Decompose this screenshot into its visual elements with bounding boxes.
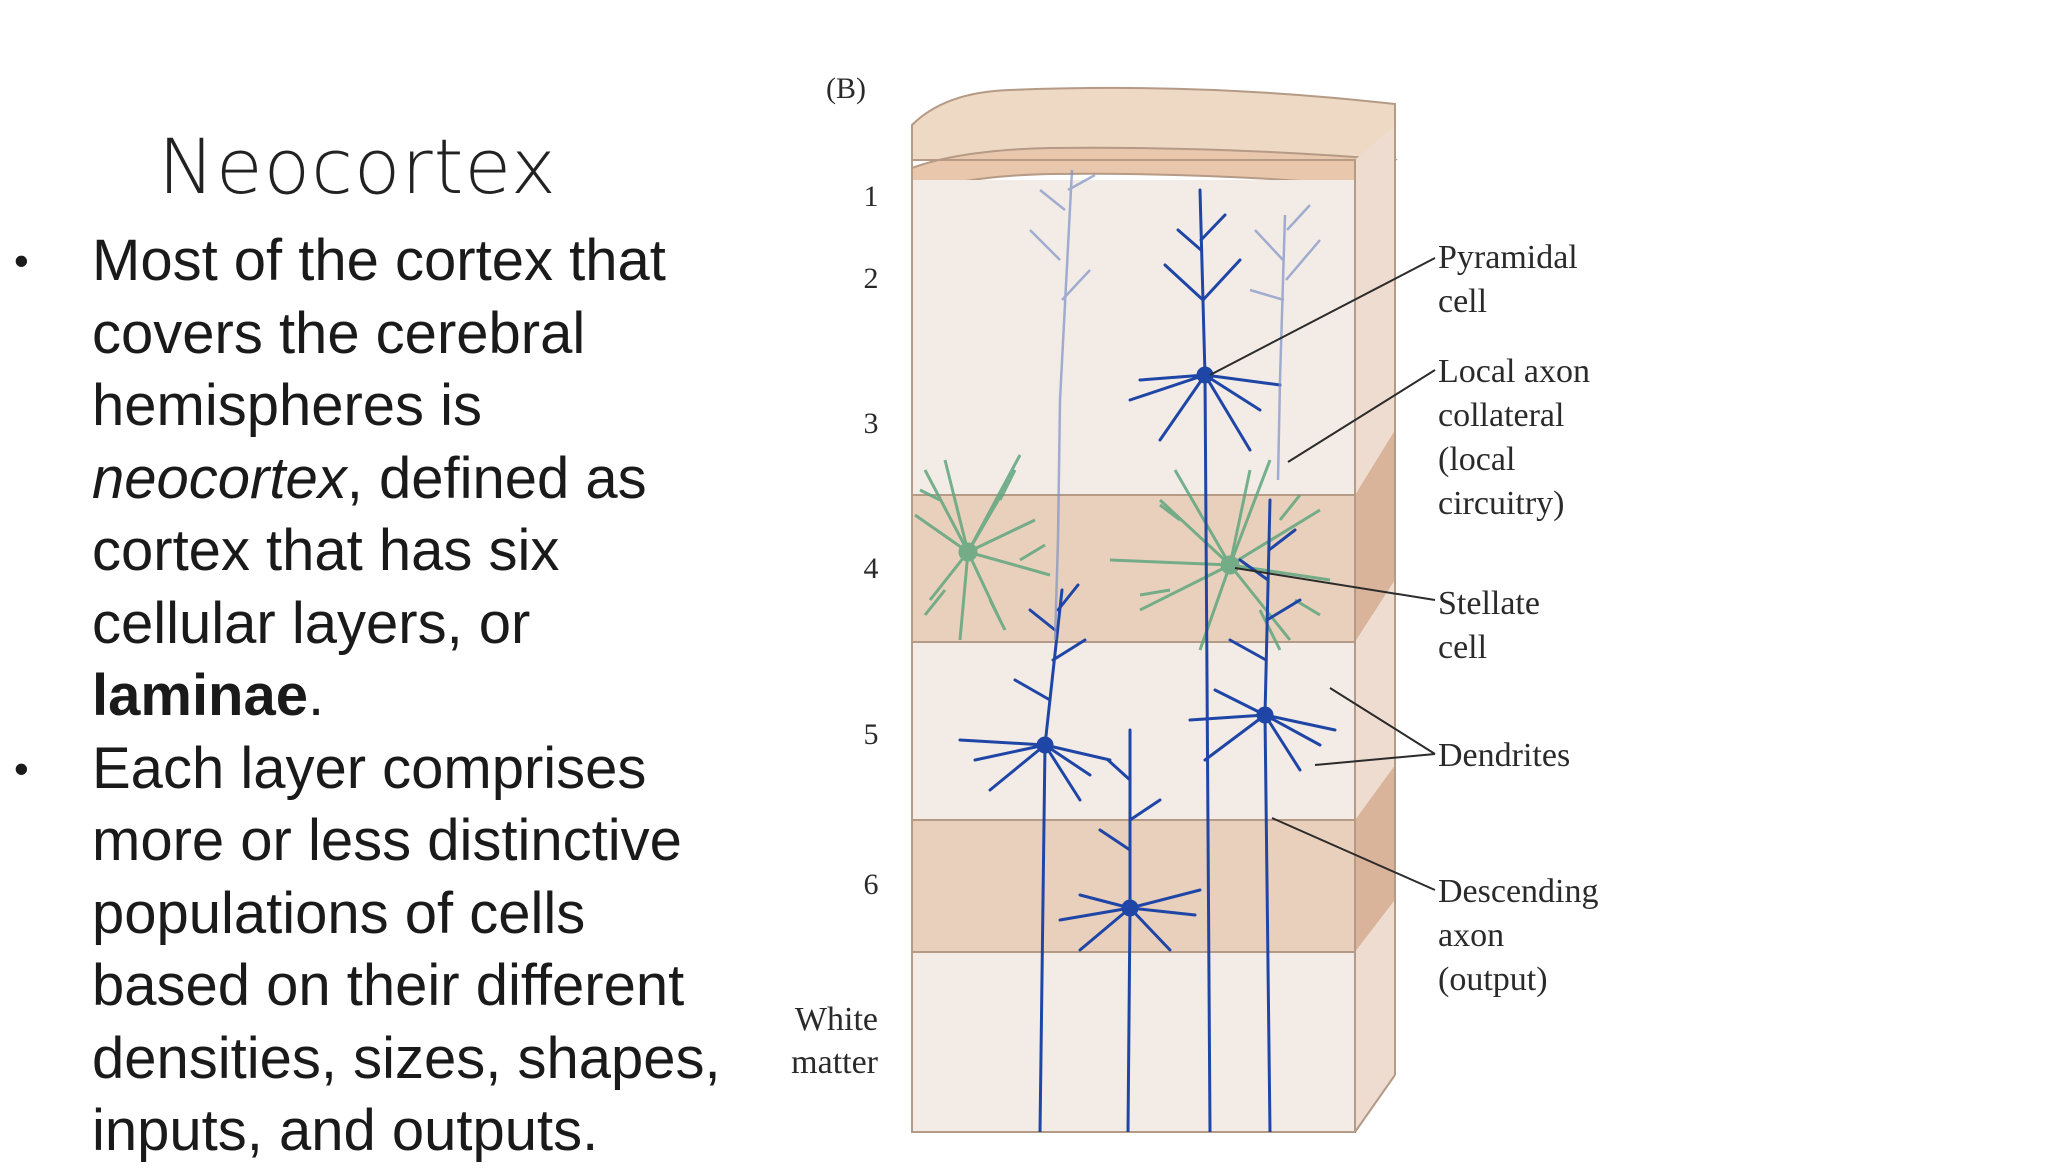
- layer-bands: [912, 180, 1355, 1132]
- layer-6-band: [912, 820, 1355, 952]
- bullet-text-part: , defined as cortex that has six cellula…: [92, 445, 647, 656]
- pyramidal-cell-layer-6: [1058, 728, 1202, 1132]
- cortex-top-face: [911, 86, 1396, 161]
- layer-number-5: 5: [864, 718, 879, 751]
- label-line: (local: [1438, 441, 1515, 478]
- leader-dendrite-upper: [1329, 687, 1436, 755]
- label-descending-axon: Descending axon (output): [1438, 873, 1599, 998]
- layer-number-3: 3: [864, 407, 879, 440]
- label-line: Local axon: [1438, 353, 1590, 390]
- label-line: collateral: [1438, 397, 1564, 434]
- leader-descending-axon: [1271, 817, 1436, 891]
- bullet-text: Most of the cortex that covers the cereb…: [92, 225, 770, 733]
- label-line: cell: [1438, 629, 1487, 666]
- layer-5-band: [912, 642, 1355, 820]
- slide-title: Neocortex: [158, 122, 557, 211]
- bullet-dot-icon: •: [14, 744, 29, 792]
- cortex-side-face: [1355, 125, 1395, 1132]
- label-line: Dendrites: [1438, 737, 1570, 774]
- bullet-list: • Most of the cortex that covers the cer…: [0, 225, 770, 1168]
- layer-number-6: 6: [864, 868, 879, 901]
- cortex-outlines: [911, 104, 1396, 1133]
- panel-label: (B): [826, 72, 866, 105]
- pyramidal-cell-left-layer-5: [958, 583, 1112, 1132]
- local-axon-collateral-processes: [1029, 169, 1321, 641]
- layer-number-2: 2: [864, 262, 879, 295]
- layer-4-band: [912, 495, 1355, 642]
- label-line: cell: [1438, 283, 1487, 320]
- white-matter-label-line: White: [795, 1001, 878, 1038]
- label-local-axon-collateral: Local axon collateral (local circuitry): [1438, 353, 1590, 522]
- white-matter-label-line: matter: [791, 1044, 879, 1081]
- bullet-text-part: .: [308, 663, 325, 728]
- label-line: Descending: [1438, 873, 1599, 910]
- label-line: axon: [1438, 917, 1504, 954]
- stellate-cell-left: [914, 454, 1051, 641]
- label-pyramidal-cell: Pyramidal cell: [1438, 239, 1578, 320]
- pyramidal-cell-layer-3: [1128, 188, 1282, 1132]
- pyramidal-neurons: [958, 188, 1337, 1132]
- bullet-text-part: Most of the cortex that covers the cereb…: [92, 228, 666, 438]
- italic-term: neocortex: [92, 445, 347, 511]
- leader-dendrite-lower: [1314, 753, 1436, 766]
- bullet-dot-icon: •: [14, 237, 29, 284]
- leader-pyramidal-cell: [1209, 257, 1436, 376]
- bold-term: laminae: [92, 663, 308, 728]
- label-stellate-cell: Stellate cell: [1438, 585, 1540, 666]
- white-matter-label: White matter: [791, 1001, 879, 1081]
- layer-number-4: 4: [864, 552, 879, 585]
- pyramidal-cell-right-layer-5: [1188, 498, 1337, 1132]
- bullet-item-neocortex-definition: • Most of the cortex that covers the cer…: [0, 225, 770, 733]
- stellate-cell-center: [1109, 459, 1331, 651]
- label-line: circuitry): [1438, 485, 1565, 522]
- label-line: (output): [1438, 961, 1548, 998]
- diagram-labels: Pyramidal cell Local axon collateral (lo…: [1438, 239, 1599, 998]
- label-line: Stellate: [1438, 585, 1540, 622]
- leader-lines: [1209, 257, 1436, 891]
- white-matter-band: [912, 952, 1355, 1132]
- layer-number-1: 1: [864, 180, 879, 213]
- leader-stellate-cell: [1234, 567, 1436, 601]
- stellate-cells: [914, 454, 1331, 651]
- leader-local-axon: [1287, 369, 1436, 463]
- layer-numbers: 1 2 3 4 5 6: [864, 180, 879, 901]
- label-dendrites: Dendrites: [1438, 737, 1570, 774]
- label-line: Pyramidal: [1438, 239, 1578, 276]
